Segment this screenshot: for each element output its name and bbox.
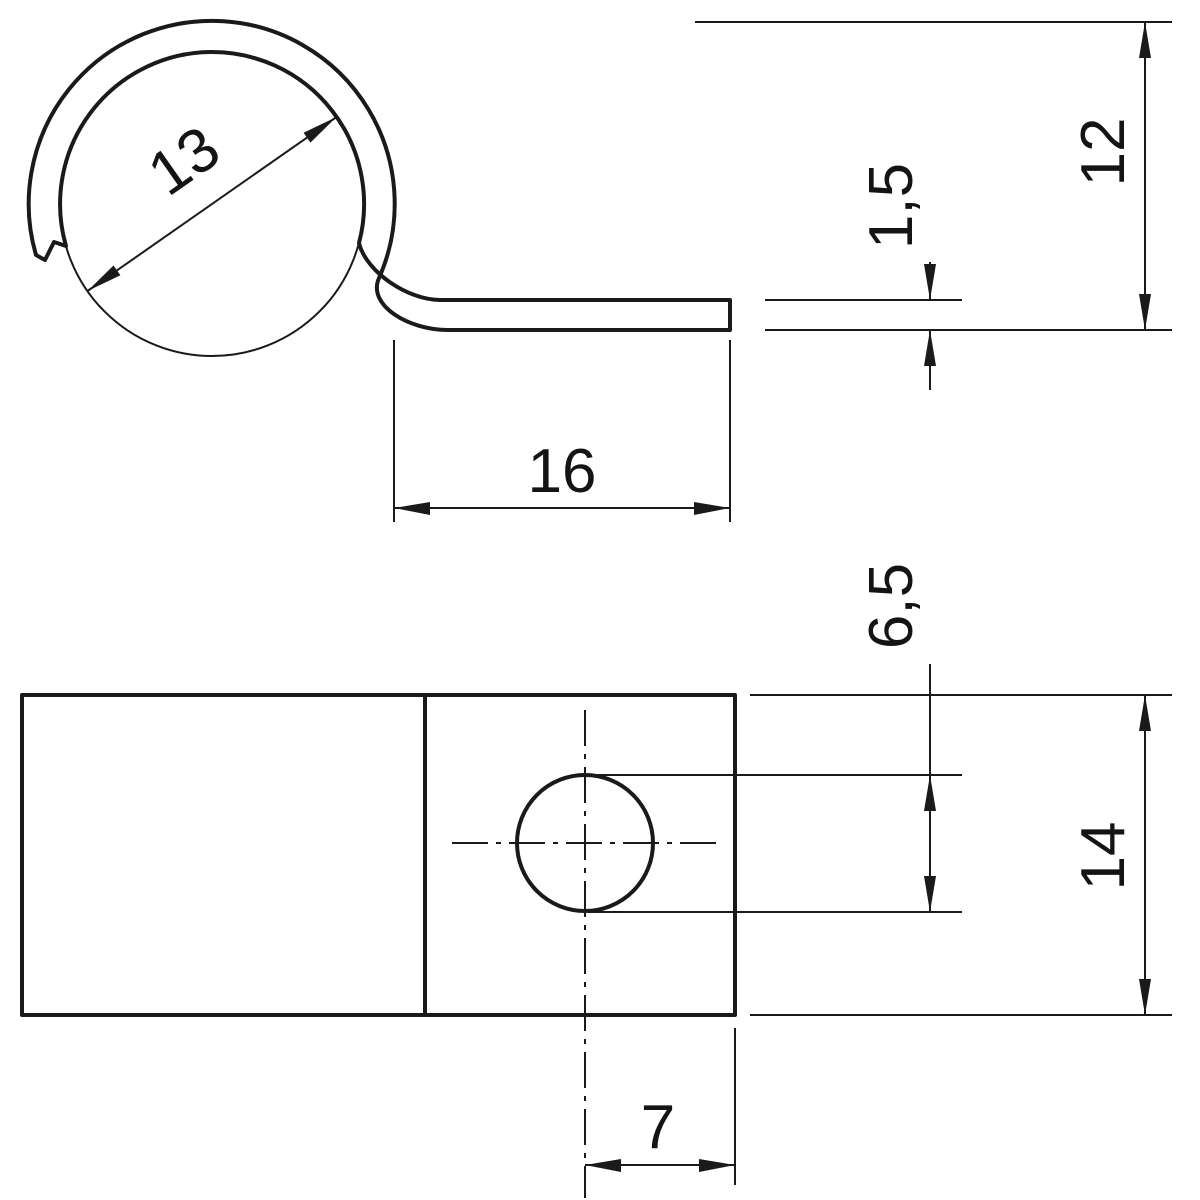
dim-hole-diameter: 6,5 [857, 563, 936, 912]
dim-loop-inner-diameter: 13 [86, 113, 338, 292]
arrowhead [1139, 294, 1151, 330]
clip-profile [26, 18, 732, 332]
arrowhead [924, 264, 936, 300]
dim-label-hole-center-to-edge: 7 [641, 1093, 675, 1162]
dim-overall-height: 12 [1069, 22, 1151, 330]
arrowhead [303, 117, 337, 143]
dim-label-material-thickness: 1,5 [857, 163, 926, 249]
side-view: 13 12 1,5 16 [26, 18, 1172, 522]
dim-plate-width: 14 [1069, 695, 1151, 1015]
dim-label-loop-inner-diameter: 13 [136, 113, 232, 209]
arrowhead [1139, 979, 1151, 1015]
dim-label-hole-diameter: 6,5 [857, 563, 926, 649]
dim-label-plate-width: 14 [1069, 822, 1138, 891]
arrowhead [699, 1159, 735, 1172]
arrowhead [394, 502, 430, 515]
arrowhead [1139, 22, 1151, 58]
dim-label-overall-height: 12 [1069, 118, 1138, 187]
dim-label-leg-length: 16 [528, 437, 597, 506]
dim-hole-center-to-edge: 7 [585, 1093, 735, 1172]
arrowhead [87, 265, 121, 291]
arrowhead [924, 330, 936, 366]
arrowhead [924, 775, 936, 811]
top-view: 6,5 14 7 [20, 563, 1172, 1198]
arrowhead [924, 876, 936, 912]
dim-leg-length: 16 [394, 437, 730, 515]
arrowhead [1139, 695, 1151, 731]
arrowhead [694, 502, 730, 515]
dimension-line [86, 116, 338, 292]
arrowhead [585, 1159, 621, 1172]
dim-material-thickness: 1,5 [857, 163, 936, 390]
